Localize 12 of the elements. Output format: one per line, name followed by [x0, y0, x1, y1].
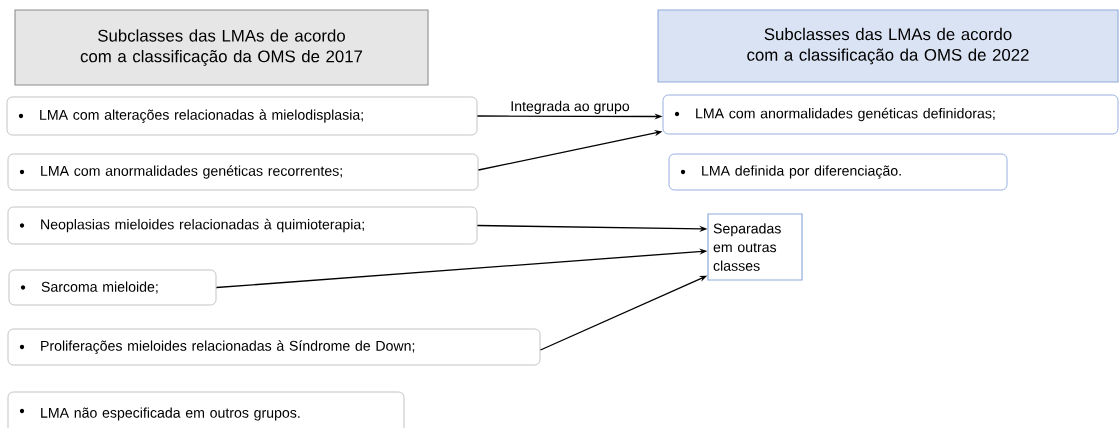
list-item-box: LMA com anormalidades genéticas definidoras; — [662, 94, 1119, 135]
header-box: Subclasses das LMAs de acordo com a classificação da OMS de 2022 — [657, 9, 1119, 83]
list-item-box: LMA com anormalidades genéticas recorrentes; — [7, 153, 479, 191]
list-item-box: LMA definida por diferenciação. — [668, 153, 1008, 191]
header-box: Subclasses das LMAs de acordo com a classificação da OMS de 2017 — [14, 9, 429, 86]
edge-label: Integrada ao grupo — [508, 99, 632, 116]
list-item-box: Neoplasias mieloides relacionadas à quimioterapia; — [7, 206, 478, 245]
process-box: Separadas em outras classes — [707, 213, 803, 281]
list-item-box: LMA com alterações relacionadas à mielodisplasia; — [6, 96, 478, 136]
list-item-box: Proliferações mieloides relacionadas à Síndrome de Down; — [7, 328, 541, 366]
list-item-box: Sarcoma mieloide; — [8, 269, 217, 306]
list-item-box: LMA não especificada em outros grupos. — [7, 391, 405, 428]
